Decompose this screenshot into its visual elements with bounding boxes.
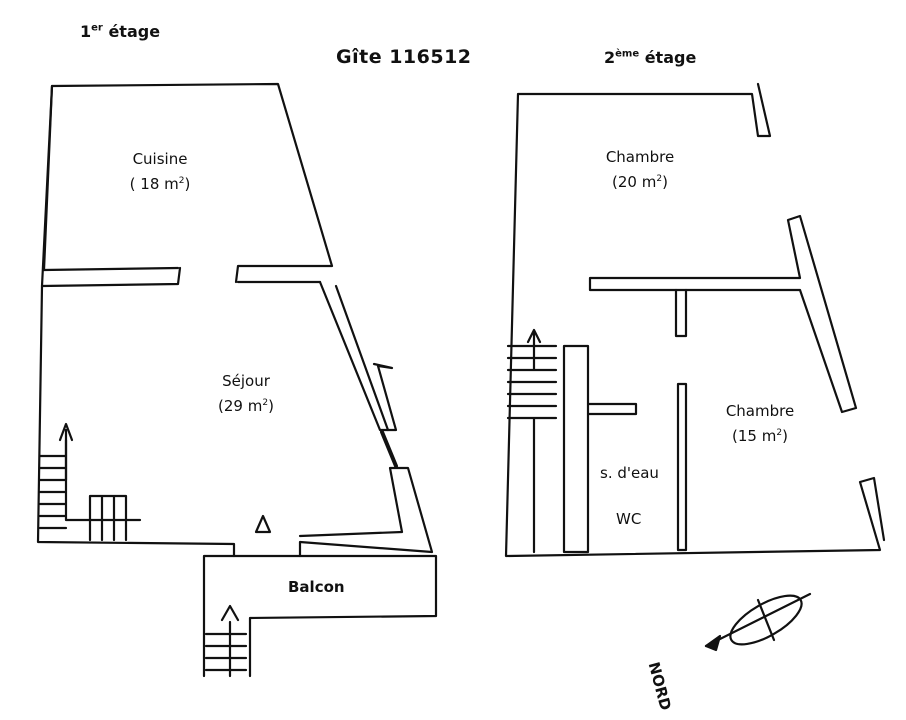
- sdeau-walls: [562, 344, 638, 554]
- cuisine-walls-inner: [42, 266, 322, 284]
- stairs-balcon: [204, 604, 248, 678]
- stairs-1-arrow: [58, 422, 74, 482]
- room-chambre-1-name: Chambre: [605, 148, 675, 166]
- upper-outer-walls: [504, 82, 886, 558]
- room-balcon: Balcon: [288, 578, 345, 596]
- stairs-2: [506, 328, 558, 554]
- cuisine-outer-wall: [42, 84, 54, 272]
- upper-t-wall: [674, 288, 688, 338]
- compass-icon: [704, 592, 812, 652]
- wc-wall: [676, 382, 688, 552]
- room-chambre-1: Chambre (20 m2): [590, 146, 690, 193]
- page-title: Gîte 116512: [336, 46, 472, 68]
- room-chambre-2: Chambre (15 m2): [710, 400, 810, 447]
- room-wc: WC: [616, 510, 642, 528]
- room-cuisine-area: ( 18 m2): [129, 175, 191, 193]
- floor-label-first: 1er étage: [80, 22, 161, 41]
- balcon-walls: [202, 554, 438, 678]
- room-cuisine: Cuisine ( 18 m2): [110, 148, 210, 195]
- sejour-walls: [36, 284, 434, 558]
- room-chambre-1-area: (20 m2): [612, 173, 668, 191]
- sejour-east-wall: [318, 280, 398, 432]
- sejour-doorway: [380, 430, 398, 468]
- floor-label-second: 2ème étage: [604, 48, 697, 67]
- room-cuisine-name: Cuisine: [132, 150, 188, 168]
- room-chambre-2-name: Chambre: [725, 402, 795, 420]
- upper-corridor-wall: [588, 214, 858, 414]
- room-sejour: Séjour (29 m2): [196, 370, 296, 417]
- room-sdeau: s. d'eau: [600, 464, 659, 482]
- cuisine-walls: [40, 82, 334, 288]
- room-sejour-name: Séjour: [222, 372, 270, 390]
- sejour-east-wall-2: [334, 284, 390, 432]
- stairs-1: [38, 438, 142, 542]
- room-sejour-area: (29 m2): [218, 397, 274, 415]
- triangle-marker: [254, 514, 272, 534]
- room-chambre-2-area: (15 m2): [732, 427, 788, 445]
